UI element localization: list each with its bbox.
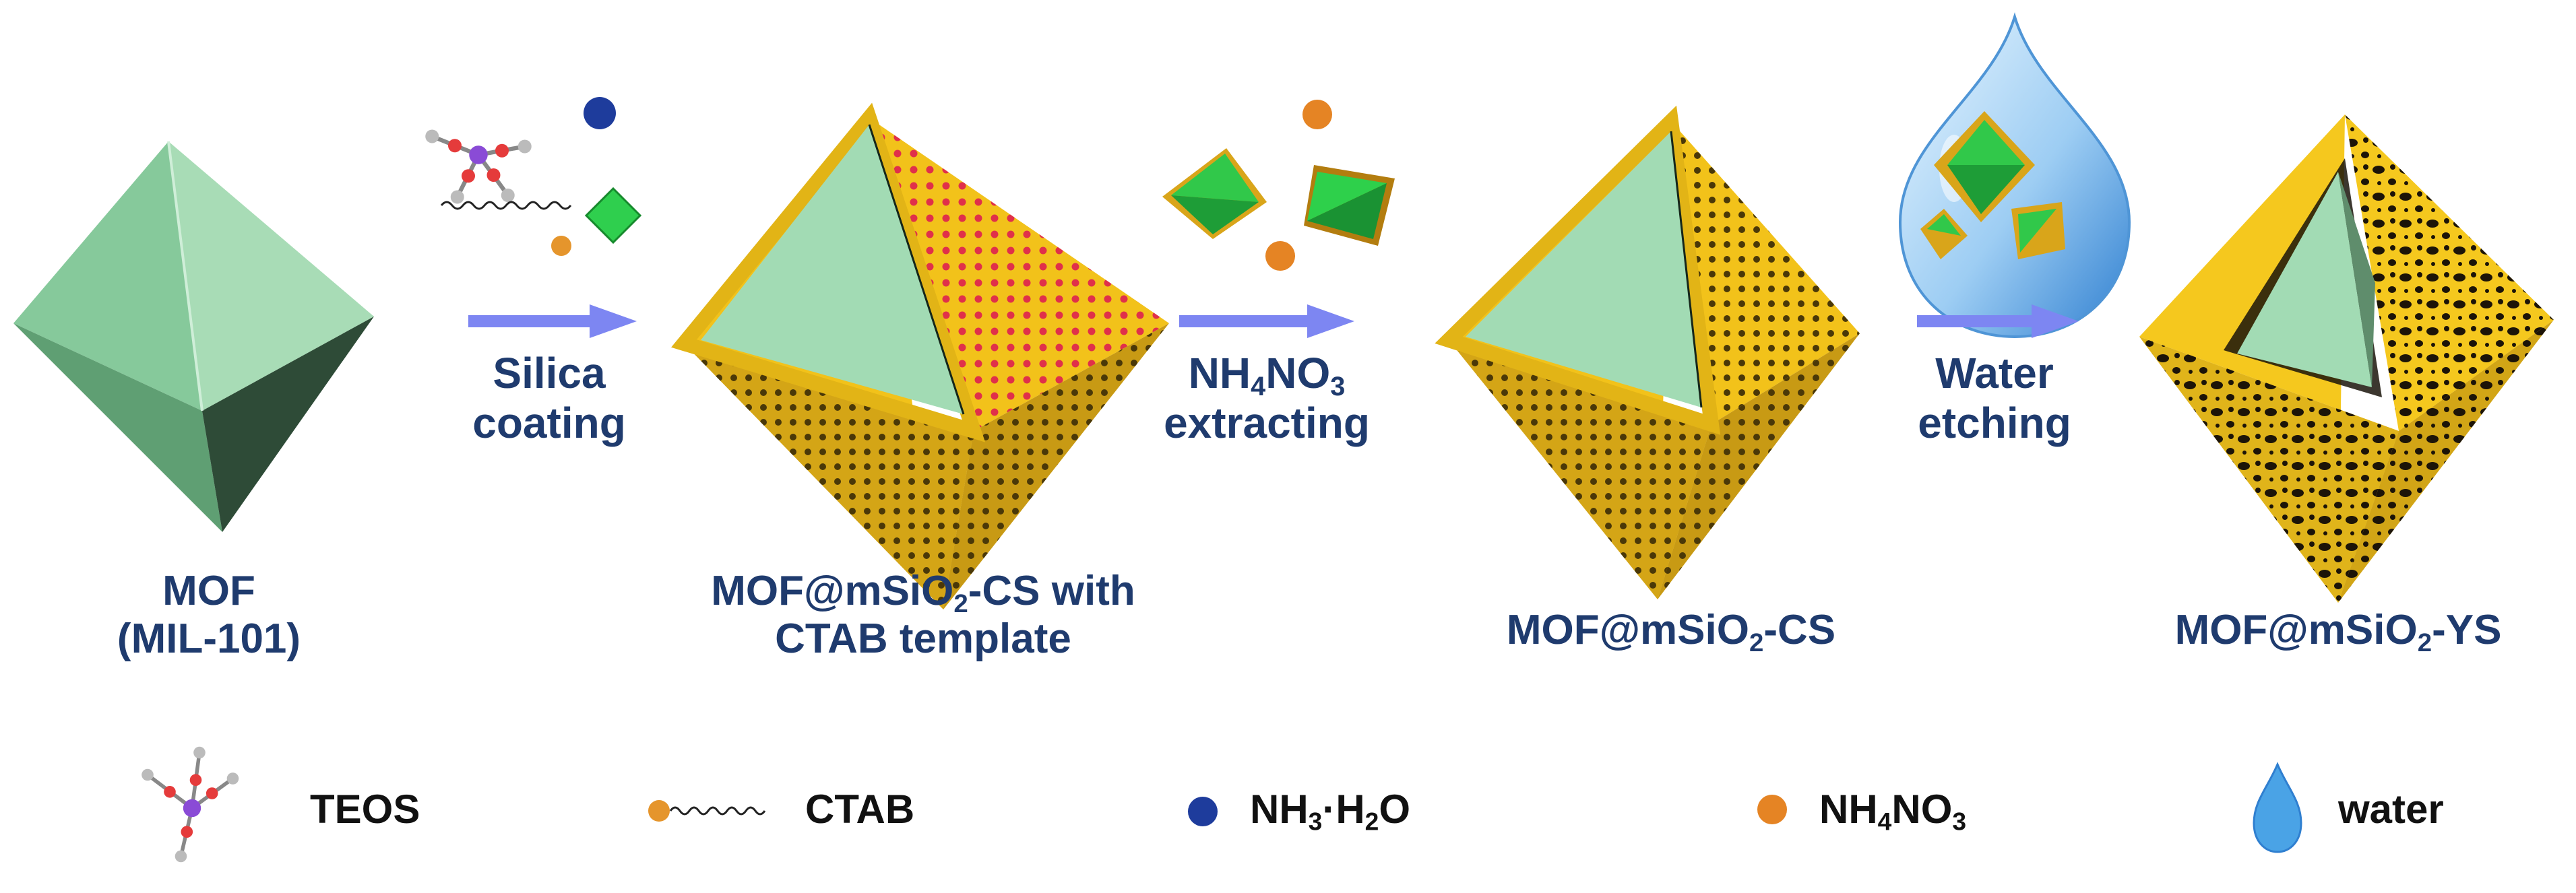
teos-molecule: [425, 129, 532, 204]
legend-ammonia-icon: [1188, 797, 1218, 826]
step-label-line2: etching: [1918, 398, 2071, 447]
legend-ctab-icon: [648, 800, 766, 822]
stage-label-line2: CTAB template: [775, 616, 1071, 663]
nh4no3-ball-1: [1302, 100, 1332, 129]
legend-label-ammonia: NH3·H2O: [1250, 787, 1411, 836]
arrow-nh4no3-extracting: [1179, 304, 1354, 338]
stage-label-line1: MOF@mSiO2-CS: [1506, 607, 1836, 657]
step-label-water-etching: Water etching: [1893, 349, 2096, 448]
step-label-line2: extracting: [1164, 398, 1370, 447]
stage-label-mof-msio2-cs-ctab: MOF@mSiO2-CS with CTAB template: [647, 567, 1199, 663]
mof-core-shell-mini-2: [1304, 165, 1395, 246]
step-label-silica-coating: Silica coating: [455, 349, 643, 448]
stage-label-line1: MOF: [162, 568, 255, 614]
stage-label-line2: (MIL-101): [117, 616, 301, 663]
stage-label-line1: MOF@mSiO2-CS with: [711, 568, 1135, 618]
legend-label-water: water: [2338, 787, 2444, 832]
stage-label-mof: MOF (MIL-101): [81, 567, 337, 663]
mof-msio2-ys-particle: [2139, 114, 2554, 603]
legend-label-ctab: CTAB: [805, 787, 915, 832]
legend-nh4no3-icon: [1757, 795, 1787, 824]
mof-octahedron: [13, 141, 374, 532]
legend-teos-icon: [142, 746, 239, 863]
step-label-line2: coating: [472, 398, 626, 447]
step-label-line1: Silica: [493, 349, 606, 397]
ammonia-ball: [584, 97, 616, 129]
mof-core-shell-mini-1: [1162, 148, 1267, 239]
nh4no3-ball-2: [1265, 241, 1295, 271]
mof-msio2-cs-ctab-particle: [671, 102, 1169, 609]
legend-label-nh4no3: NH4NO3: [1819, 787, 1967, 836]
arrow-silica-coating: [468, 304, 637, 338]
stage-label-mof-msio2-cs: MOF@mSiO2-CS: [1428, 606, 1914, 657]
stage-label-mof-msio2-ys: MOF@mSiO2-YS: [2102, 606, 2574, 657]
step-label-nh4no3-extracting: NH4NO3 extracting: [1145, 349, 1388, 448]
ctab-chain: [440, 201, 572, 210]
step-label-nh4no3-formula: NH4NO3: [1188, 349, 1346, 402]
mof-mini-crystal: [584, 187, 642, 244]
step-label-line1: Water: [1935, 349, 2054, 397]
water-drop-with-particles: [1898, 12, 2131, 339]
ctab-head: [551, 236, 571, 256]
mof-msio2-cs-particle: [1435, 105, 1860, 599]
stage-label-line1: MOF@mSiO2-YS: [2174, 607, 2502, 657]
arrow-water-etching: [1917, 304, 2079, 338]
legend-label-teos: TEOS: [310, 787, 420, 832]
legend-water-drop-icon: [2253, 762, 2302, 853]
